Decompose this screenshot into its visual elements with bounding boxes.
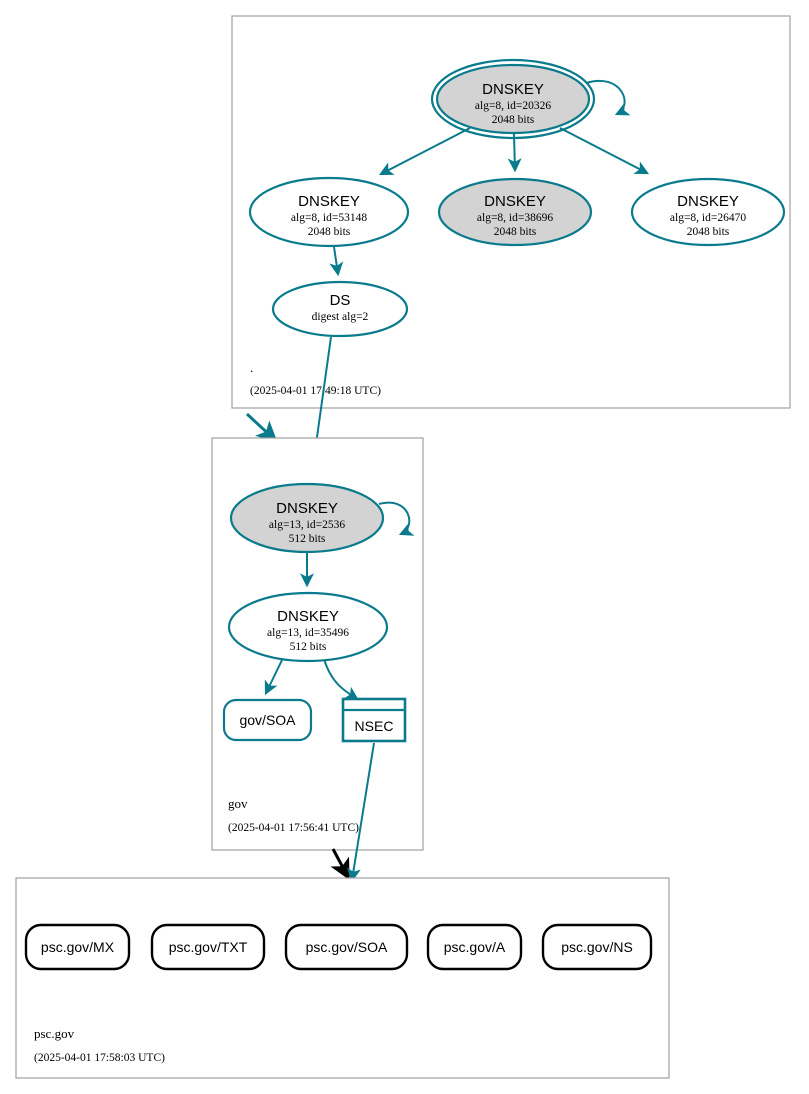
node-label-bits: 2048 bits — [494, 226, 537, 238]
psc-a-label: psc.gov/A — [444, 939, 506, 955]
node-label-title: DNSKEY — [484, 193, 546, 210]
psc-ns-label: psc.gov/NS — [561, 939, 633, 955]
node-label-title: DNSKEY — [298, 193, 360, 210]
edge-root-ksk-to-zsk-53148 — [378, 127, 471, 176]
zone-gov-timestamp: (2025-04-01 17:56:41 UTC) — [228, 822, 359, 834]
edge-nsec-to-psc-zone — [346, 742, 375, 883]
node-label-alg-id: alg=8, id=53148 — [291, 212, 367, 224]
node-label-title: DNSKEY — [277, 608, 339, 625]
node-label-title: DNSKEY — [677, 193, 739, 210]
gov-soa-label: gov/SOA — [239, 712, 296, 728]
edge-zone-root-to-gov — [245, 412, 278, 443]
zone-gov-name: gov — [228, 796, 248, 811]
edge-gov-zsk-to-nsec — [323, 658, 359, 701]
node-label-alg-id: alg=13, id=35496 — [267, 627, 349, 639]
zone-psc-gov-name: psc.gov — [34, 1026, 75, 1041]
node-label-title: DS — [330, 292, 351, 309]
node-label-title: DNSKEY — [276, 500, 338, 517]
zone-psc-gov-timestamp: (2025-04-01 17:58:03 UTC) — [34, 1052, 165, 1064]
node-rrset-psc-soa[interactable]: psc.gov/SOA — [284, 923, 409, 971]
node-label-alg-id: alg=8, id=20326 — [475, 100, 551, 112]
psc-txt-shape — [150, 923, 266, 971]
node-rrset-psc-a[interactable]: psc.gov/A — [426, 923, 523, 971]
psc-soa-shape — [284, 923, 409, 971]
node-label-bits: 2048 bits — [308, 226, 351, 238]
node-nsec-gov[interactable]: NSEC — [341, 697, 407, 743]
node-label-digest: digest alg=2 — [312, 311, 369, 323]
node-label-bits: 2048 bits — [492, 114, 535, 126]
node-dnskey-root-ksk-20326[interactable]: DNSKEY alg=8, id=20326 2048 bits — [430, 58, 596, 140]
gov-soa-shape — [222, 698, 313, 742]
node-label-bits: 512 bits — [289, 533, 326, 545]
edge-zone-gov-to-psc — [330, 848, 350, 881]
node-rrset-psc-ns[interactable]: psc.gov/NS — [541, 923, 653, 971]
node-label-bits: 512 bits — [290, 641, 327, 653]
psc-a-shape — [426, 923, 523, 971]
zone-psc-gov-box — [15, 877, 670, 1079]
node-label-title: DNSKEY — [482, 81, 544, 98]
edge-gov-zsk-to-soa — [264, 657, 284, 696]
psc-soa-label: psc.gov/SOA — [306, 939, 388, 955]
edge-gov-ksk-self-loop — [378, 501, 415, 536]
node-label-alg-id: alg=8, id=26470 — [670, 212, 746, 224]
zone-root[interactable]: DNSKEY alg=8, id=20326 2048 bits DNSKEY … — [231, 15, 791, 409]
psc-mx-label: psc.gov/MX — [41, 939, 115, 955]
node-dnskey-gov-zsk-35496[interactable]: DNSKEY alg=13, id=35496 512 bits — [227, 591, 389, 663]
psc-txt-label: psc.gov/TXT — [169, 939, 248, 955]
zone-psc-gov[interactable]: psc.gov/MX psc.gov/TXT psc.gov/SOA psc.g… — [15, 877, 670, 1079]
node-rrset-psc-mx[interactable]: psc.gov/MX — [24, 923, 131, 971]
edge-zsk-53148-to-ds — [329, 246, 344, 277]
node-dnskey-root-zsk-26470[interactable]: DNSKEY alg=8, id=26470 2048 bits — [630, 177, 786, 247]
psc-ns-shape — [541, 923, 653, 971]
node-dnskey-root-zsk-53148[interactable]: DNSKEY alg=8, id=53148 2048 bits — [248, 176, 410, 248]
nsec-label: NSEC — [355, 718, 394, 734]
zone-root-name: . — [250, 360, 253, 375]
edge-root-ksk-to-ksk-38696 — [507, 133, 522, 173]
psc-mx-shape — [24, 923, 131, 971]
node-label-alg-id: alg=13, id=2536 — [269, 519, 345, 531]
node-label-alg-id: alg=8, id=38696 — [477, 212, 553, 224]
zone-gov[interactable]: DNSKEY alg=13, id=2536 512 bits DNSKEY a… — [211, 437, 424, 851]
node-ds-gov[interactable]: DS digest alg=2 — [271, 280, 409, 338]
node-dnskey-root-ksk-38696[interactable]: DNSKEY alg=8, id=38696 2048 bits — [437, 177, 593, 247]
edge-root-ksk-self-loop — [585, 79, 631, 116]
node-rrset-gov-soa[interactable]: gov/SOA — [222, 698, 313, 742]
node-dnskey-gov-ksk-2536[interactable]: DNSKEY alg=13, id=2536 512 bits — [229, 482, 385, 554]
node-rrset-psc-txt[interactable]: psc.gov/TXT — [150, 923, 266, 971]
edge-root-ksk-to-zsk-26470 — [559, 127, 650, 175]
nsec-outer-box — [341, 697, 407, 743]
node-label-bits: 2048 bits — [687, 226, 730, 238]
zone-root-timestamp: (2025-04-01 17:49:18 UTC) — [250, 385, 381, 397]
